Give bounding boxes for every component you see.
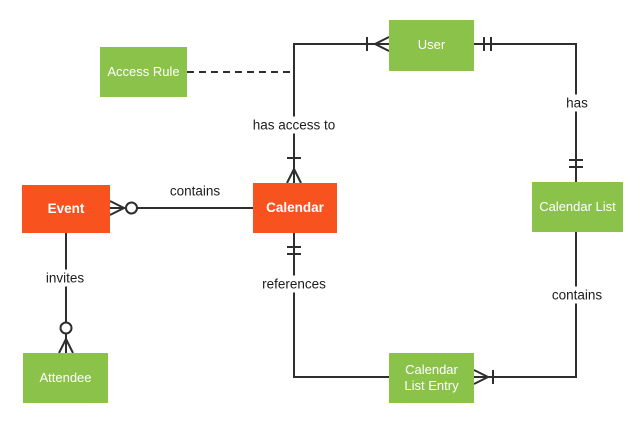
zero-cardinality-icon xyxy=(59,321,73,335)
relationship-label-has: has xyxy=(562,94,592,112)
connector-calendar-references xyxy=(287,233,389,378)
crowfoot-many-icon xyxy=(374,36,390,52)
entity-user-label: User xyxy=(417,37,446,53)
connector-event-attendee xyxy=(58,233,74,354)
one-and-only-one-icon xyxy=(569,159,583,168)
relationship-label-invites: invites xyxy=(41,269,89,287)
entity-attendee-label: Attendee xyxy=(39,369,92,385)
relationship-label-contains-event: contains xyxy=(165,182,225,200)
crowfoot-many-icon xyxy=(473,369,489,385)
relationship-label-contains-list: contains xyxy=(547,286,607,304)
entity-calendar: Calendar xyxy=(253,183,337,233)
connector-list-entry xyxy=(473,232,577,385)
entity-calendar-list: Calendar List xyxy=(532,182,623,232)
entity-attendee: Attendee xyxy=(23,353,108,403)
entity-calendar-list-entry: Calendar List Entry xyxy=(389,353,474,403)
entity-event: Event xyxy=(22,185,110,233)
crowfoot-many-icon xyxy=(109,200,125,216)
connector-user-calendar-list xyxy=(474,37,583,182)
crowfoot-many-icon xyxy=(58,338,74,354)
relationship-label-references: references xyxy=(258,275,330,293)
entity-calendar-list-entry-label: Calendar List Entry xyxy=(404,361,459,393)
relationship-label-has-access-to: has access to xyxy=(248,116,340,134)
one-and-only-one-icon xyxy=(287,246,301,255)
connector-event-calendar xyxy=(109,200,253,216)
entity-event-label: Event xyxy=(47,200,85,216)
entity-calendar-list-label: Calendar List xyxy=(539,198,616,214)
entity-calendar-label: Calendar xyxy=(266,199,324,215)
connector-calendar-user xyxy=(286,36,390,184)
zero-cardinality-icon xyxy=(125,201,138,215)
entity-access-rule-label: Access Rule xyxy=(107,63,180,79)
entity-access-rule: Access Rule xyxy=(100,47,187,97)
one-and-only-one-icon xyxy=(483,37,492,51)
entity-user: User xyxy=(389,20,474,71)
crowfoot-many-icon xyxy=(286,168,302,184)
